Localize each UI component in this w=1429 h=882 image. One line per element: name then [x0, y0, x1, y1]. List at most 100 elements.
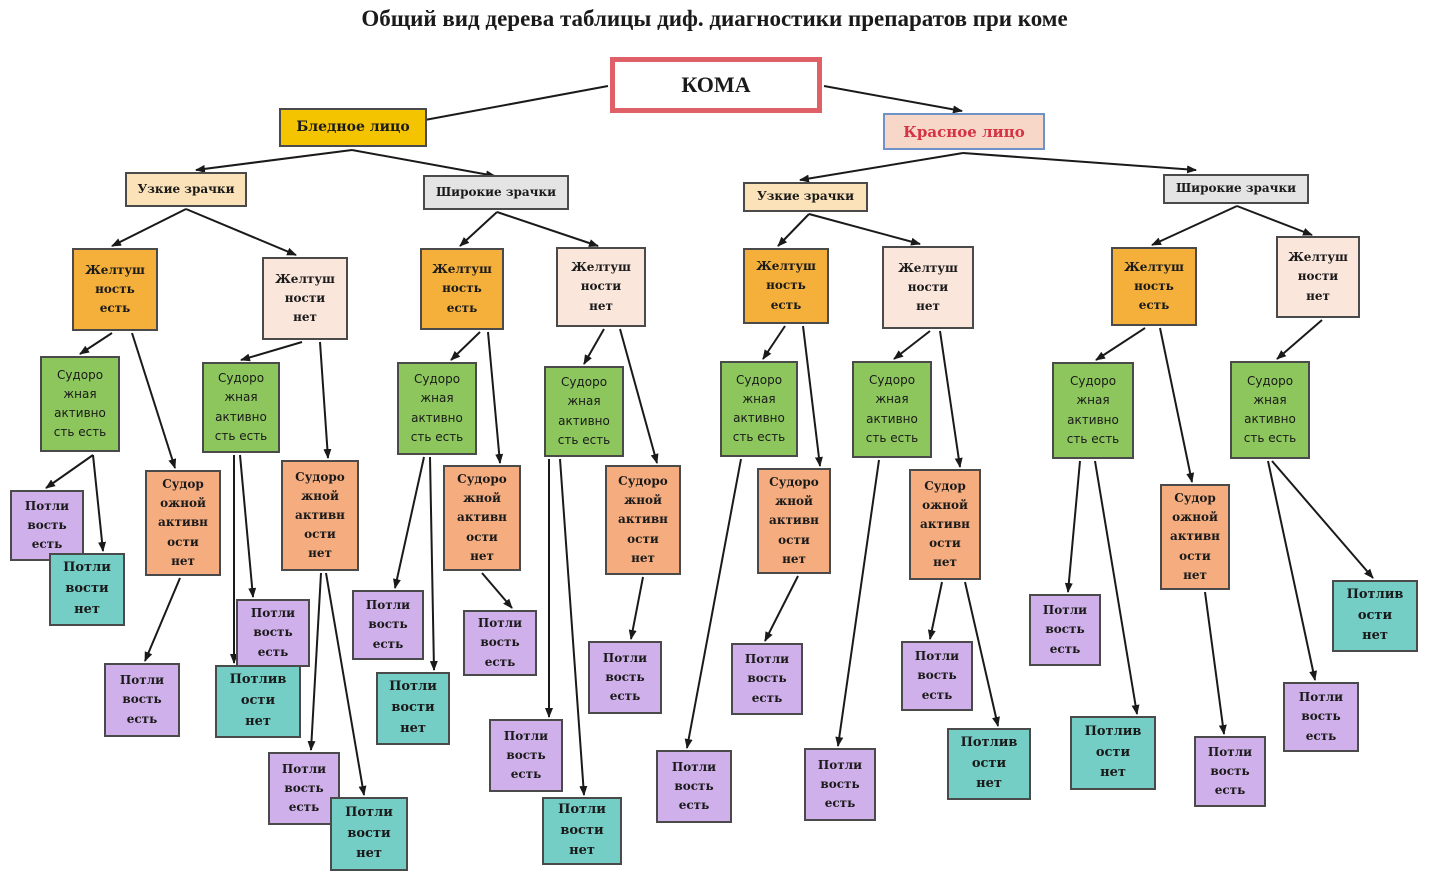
- page-title: Общий вид дерева таблицы диф. диагностик…: [361, 6, 1068, 31]
- edge-c4-to-s7: [325, 572, 367, 796]
- node-c9: Судоро жная активно сть есть: [720, 361, 798, 457]
- edge-c3-to-s4: [239, 454, 257, 598]
- node-root: КОМА: [610, 57, 822, 113]
- edge-root-to-pale: [413, 85, 609, 125]
- node-red: Красное лицо: [883, 113, 1045, 150]
- edge-c4-to-s6: [307, 572, 322, 751]
- node-s3: Потли вость есть: [104, 663, 180, 737]
- node-c5: Судоро жная активно сть есть: [397, 362, 477, 455]
- edge-p_w-to-j2y: [459, 211, 498, 247]
- node-c15: Судоро жная активно сть есть: [1230, 361, 1310, 459]
- node-s19: Потли вость есть: [1029, 594, 1101, 666]
- node-c12: Судор ожной активн ости нет: [909, 469, 981, 580]
- node-c3: Судоро жная активно сть есть: [202, 362, 280, 453]
- edge-c11-to-s16: [835, 459, 880, 747]
- edge-p_n-to-j1n: [185, 208, 297, 256]
- edge-j2n-to-c7: [583, 328, 605, 365]
- node-s21: Потли вость есть: [1194, 736, 1266, 807]
- edge-root-to-red: [823, 85, 963, 114]
- edge-c7-to-s12: [559, 458, 588, 796]
- edge-j4y-to-c14: [1159, 327, 1195, 483]
- node-c11: Судоро жная активно сть есть: [852, 361, 932, 458]
- node-s23: Потлив ости нет: [1332, 580, 1418, 652]
- node-r_n: Узкие зрачки: [743, 182, 868, 212]
- node-s6: Потли вость есть: [268, 752, 340, 825]
- edge-c9-to-s14: [684, 458, 742, 749]
- node-c8: Судоро жной активн ости нет: [605, 465, 681, 575]
- edge-c2-to-s3: [144, 577, 181, 662]
- node-c13: Судоро жная активно сть есть: [1052, 362, 1134, 459]
- node-s18: Потлив ости нет: [947, 728, 1031, 800]
- edge-r_w-to-j4y: [1151, 205, 1238, 246]
- edge-c13-to-s19: [1064, 460, 1081, 593]
- node-s17: Потли вость есть: [901, 641, 973, 711]
- node-c14: Судор ожной активн ости нет: [1160, 484, 1230, 590]
- edge-r_w-to-j4n: [1236, 205, 1313, 236]
- edge-r_n-to-j3y: [777, 213, 810, 247]
- edge-c5-to-s8: [393, 456, 425, 589]
- node-c1: Судоро жная активно сть есть: [40, 356, 120, 452]
- node-s9: Потли вости нет: [376, 672, 450, 745]
- edge-red-to-r_n: [799, 152, 964, 183]
- node-j2n: Желтуш ности нет: [556, 247, 646, 327]
- edge-j3y-to-c9: [762, 325, 786, 360]
- edge-c14-to-s21: [1204, 591, 1227, 735]
- edge-c13-to-s20: [1094, 460, 1140, 715]
- edge-j3n-to-c12: [939, 330, 963, 468]
- edge-j2y-to-c5: [450, 331, 481, 361]
- node-j4n: Желтуш ности нет: [1276, 236, 1360, 318]
- node-c10: Судоро жной активн ости нет: [757, 468, 831, 574]
- edge-j1y-to-c2: [131, 332, 177, 469]
- node-s2: Потли вости нет: [49, 553, 125, 626]
- edge-red-to-r_w: [962, 152, 1197, 174]
- edge-c15-to-s22: [1267, 460, 1318, 681]
- edge-j3n-to-c11: [893, 330, 931, 360]
- edge-j1n-to-c4: [319, 341, 332, 459]
- node-s4: Потли вость есть: [236, 599, 310, 667]
- edge-c6-to-s10: [481, 572, 513, 609]
- node-p_w: Широкие зрачки: [423, 175, 569, 210]
- node-j3y: Желтуш ность есть: [743, 248, 829, 324]
- node-c4: Судоро жной активн ости нет: [281, 460, 359, 571]
- edge-j1n-to-c3: [240, 341, 303, 362]
- node-j4y: Желтуш ность есть: [1111, 247, 1197, 326]
- edge-c8-to-s13: [628, 576, 644, 640]
- node-s10: Потли вость есть: [463, 610, 537, 676]
- edge-c1-to-s1: [45, 454, 94, 489]
- node-s16: Потли вость есть: [804, 748, 876, 821]
- node-s12: Потли вости нет: [542, 797, 622, 865]
- node-j1y: Желтуш ность есть: [72, 248, 158, 331]
- edge-pale-to-p_n: [195, 149, 353, 173]
- node-s20: Потлив ости нет: [1070, 716, 1156, 790]
- node-c2: Судор ожной активн ости нет: [145, 470, 221, 576]
- edge-c12-to-s18: [964, 581, 1000, 727]
- edge-p_n-to-j1y: [111, 208, 187, 247]
- node-c6: Судоро жной активн ости нет: [443, 465, 521, 571]
- edge-j3y-to-c10: [802, 325, 823, 467]
- node-j1n: Желтуш ности нет: [262, 257, 348, 340]
- edge-r_n-to-j3n: [808, 213, 921, 246]
- edge-pale-to-p_w: [351, 149, 496, 179]
- node-s14: Потли вость есть: [656, 750, 732, 823]
- node-s8: Потли вость есть: [352, 590, 424, 660]
- node-c7: Судоро жная активно сть есть: [544, 366, 624, 457]
- edge-j2n-to-c8: [619, 328, 659, 464]
- edge-j4n-to-c15: [1276, 319, 1323, 360]
- node-s7: Потли вости нет: [330, 797, 408, 871]
- node-s15: Потли вость есть: [731, 643, 803, 715]
- edge-c5-to-s9: [429, 456, 438, 671]
- edge-p_w-to-j2n: [496, 211, 599, 247]
- node-s22: Потли вость есть: [1283, 682, 1359, 752]
- node-r_w: Широкие зрачки: [1163, 174, 1309, 204]
- edge-j2y-to-c6: [487, 331, 504, 464]
- node-j2y: Желтуш ность есть: [420, 248, 504, 330]
- edge-c12-to-s17: [927, 581, 943, 640]
- edge-c10-to-s15: [764, 575, 799, 642]
- edge-j1y-to-c1: [79, 332, 113, 355]
- node-s5: Потлив ости нет: [215, 665, 301, 738]
- edge-c15-to-s23: [1271, 460, 1374, 579]
- node-pale: Бледное лицо: [279, 108, 427, 147]
- node-p_n: Узкие зрачки: [125, 172, 247, 207]
- edge-j4y-to-c13: [1095, 327, 1146, 361]
